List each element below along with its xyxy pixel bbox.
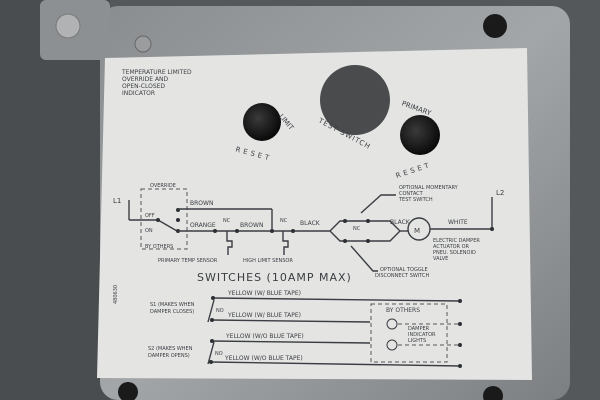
test-switch-note: CONTACT xyxy=(399,191,424,197)
test-switch-hole[interactable] xyxy=(320,65,390,135)
switches-heading: SWITCHES (10AMP MAX) xyxy=(197,271,352,284)
lights-note: INDICATOR xyxy=(408,332,436,338)
wire-label: YELLOW (W/ BLUE TAPE) xyxy=(227,312,301,319)
title-line: OPEN-CLOSED xyxy=(122,83,165,90)
wire-label: YELLOW (W/O BLUE TAPE) xyxy=(224,355,303,362)
primary-sensor-label: PRIMARY TEMP SENSOR xyxy=(158,258,218,264)
no-label: NO xyxy=(215,351,223,357)
title-line: INDICATOR xyxy=(122,90,155,97)
l1-label: L1 xyxy=(113,197,121,205)
l2-label: L2 xyxy=(496,189,504,197)
screw-icon xyxy=(134,35,152,53)
title-line: OVERRIDE AND xyxy=(122,76,169,83)
wire-label: YELLOW (W/ BLUE TAPE) xyxy=(227,290,301,297)
switches-section: SWITCHES (10AMP MAX) 480630 S1 (MAKES WH… xyxy=(113,271,462,368)
test-switch-note: OPTIONAL MOMENTARY xyxy=(399,185,459,191)
indicator-lights-box xyxy=(370,303,448,363)
toggle-note: OPTIONAL TOGGLE xyxy=(380,267,428,273)
motor-label: M xyxy=(414,227,420,235)
lamp-icon xyxy=(386,339,398,351)
nc-label: NC xyxy=(223,218,231,224)
lamp-icon xyxy=(386,318,398,330)
actuator-note: ACTUATOR OR xyxy=(433,244,470,250)
wiring-diagram: L1 OVERRIDE OFF ON BY OTHERS BROWN ORANG… xyxy=(113,183,504,279)
override-label: OVERRIDE xyxy=(150,183,176,189)
label-title: TEMPERATURE LIMITED OVERRIDE AND OPEN-CL… xyxy=(121,69,192,97)
override-switch-box xyxy=(140,188,188,250)
lights-note: LIGHTS xyxy=(408,338,426,344)
primary-reset-button[interactable] xyxy=(400,115,440,155)
high-limit-sensor-label: HIGH LIMIT SENSOR xyxy=(243,258,293,264)
by-others-label: BY OTHERS xyxy=(145,244,173,250)
limit-reset-button[interactable] xyxy=(243,103,281,141)
part-number: 480630 xyxy=(113,285,119,304)
orange-wire-label: ORANGE xyxy=(190,222,216,229)
mounting-hole xyxy=(483,14,507,38)
black-wire-label: BLACK xyxy=(300,220,321,227)
actuator-note: ELECTRIC DAMPER xyxy=(433,238,480,244)
brown-wire-label: BROWN xyxy=(190,200,213,207)
actuator-note: VALVE xyxy=(433,256,448,262)
toggle-note: DISCONNECT SWITCH xyxy=(375,273,430,279)
brown-wire-label: BROWN xyxy=(240,222,263,229)
actuator-note: PNEU. SOLENOID xyxy=(433,250,476,256)
bolt-icon xyxy=(55,13,81,39)
nc-label: NC xyxy=(353,226,361,232)
s2-note: S2 (MAKES WHEN xyxy=(148,346,193,352)
lights-note: DAMPER xyxy=(408,326,430,332)
off-label: OFF xyxy=(145,213,155,219)
test-switch-note: TEST SWITCH xyxy=(398,197,433,203)
no-label: NO xyxy=(216,308,224,314)
nc-label: NC xyxy=(280,218,288,224)
s2-note: DAMPER OPENS) xyxy=(148,353,190,359)
title-line: TEMPERATURE LIMITED xyxy=(121,69,192,76)
s1-note: S1 (MAKES WHEN xyxy=(150,302,195,308)
s1-note: DAMPER CLOSES) xyxy=(150,309,194,315)
on-label: ON xyxy=(145,228,153,234)
by-others-label: BY OTHERS xyxy=(386,307,420,314)
wire-label: YELLOW (W/O BLUE TAPE) xyxy=(225,333,304,340)
label-sticker: TEMPERATURE LIMITED OVERRIDE AND OPEN-CL… xyxy=(97,48,532,380)
black-wire-label: BLACK xyxy=(390,219,411,226)
white-wire-label: WHITE xyxy=(448,219,468,226)
